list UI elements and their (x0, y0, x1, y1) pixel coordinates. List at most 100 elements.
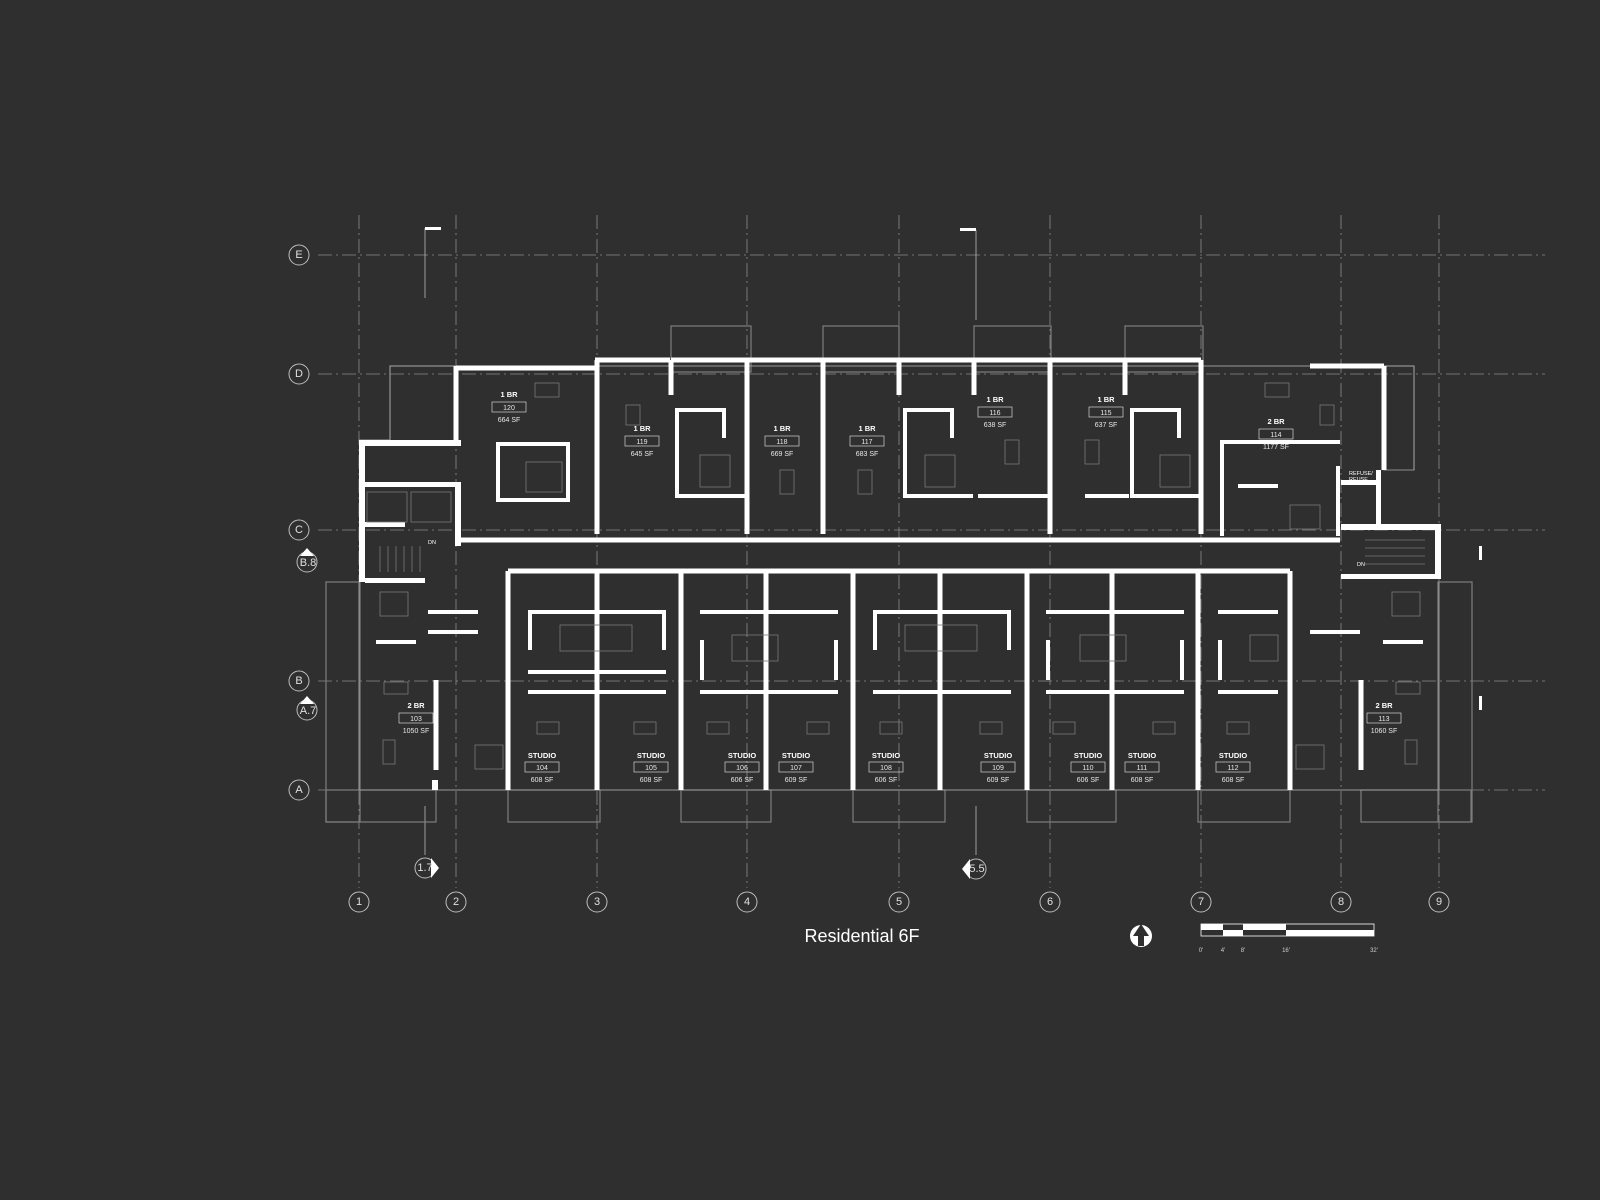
unit-tag-114[interactable]: 2 BR 114 1177 SF (1258, 417, 1294, 451)
grid-label-3: 3 (594, 896, 600, 908)
unit-tag-105[interactable]: STUDIO 105 608 SF (633, 751, 669, 784)
stair-dn-label-east: DN (1357, 562, 1365, 568)
grid-label-a: A (295, 784, 303, 796)
unit-tag-106[interactable]: STUDIO 106 606 SF (724, 751, 760, 784)
grid-label-2: 2 (453, 896, 459, 908)
unit-area: 683 SF (856, 451, 879, 458)
unit-number: 110 (1082, 765, 1093, 772)
unit-tag-108[interactable]: STUDIO 108 606 SF (868, 751, 904, 784)
unit-type: STUDIO (782, 751, 811, 760)
unit-type: 1 BR (1097, 395, 1115, 404)
unit-area: 1060 SF (1371, 728, 1397, 735)
grid-lines (318, 215, 1545, 888)
unit-tag-113[interactable]: 2 BR 113 1060 SF (1366, 701, 1402, 735)
unit-number: 111 (1137, 765, 1148, 772)
unit-tag-120[interactable]: 1 BR 120 664 SF (491, 390, 527, 424)
grid-label-5: 5 (896, 896, 902, 908)
unit-tag-104[interactable]: STUDIO 104 608 SF (524, 751, 560, 784)
unit-area: 608 SF (640, 777, 663, 784)
unit-area: 1050 SF (403, 728, 429, 735)
section-label-1-7: 1.7 (417, 862, 432, 874)
unit-number: 116 (989, 410, 1000, 417)
unit-type: 1 BR (500, 390, 518, 399)
unit-number: 106 (736, 765, 748, 772)
unit-tag-119[interactable]: 1 BR 119 645 SF (624, 424, 660, 458)
unit-type: 1 BR (858, 424, 876, 433)
unit-tag-109[interactable]: STUDIO 109 609 SF (980, 751, 1016, 784)
unit-number: 117 (861, 439, 872, 446)
section-label-a7: A.7 (300, 705, 317, 717)
unit-area: 664 SF (498, 417, 521, 424)
unit-number: 107 (790, 765, 802, 772)
unit-tag-117[interactable]: 1 BR 117 683 SF (849, 424, 885, 458)
unit-type: STUDIO (528, 751, 557, 760)
unit-number: 118 (776, 439, 787, 446)
unit-type: STUDIO (872, 751, 901, 760)
unit-number: 105 (645, 765, 657, 772)
bath-blocks-south (376, 610, 1423, 694)
scale-label-16: 16' (1282, 948, 1290, 954)
unit-area: 609 SF (785, 777, 808, 784)
plan-title: Residential 6F (804, 926, 919, 946)
section-label-b8: B.8 (300, 557, 317, 569)
unit-area: 608 SF (531, 777, 554, 784)
unit-tag-107[interactable]: STUDIO 107 609 SF (778, 751, 814, 784)
scale-label-4: 4' (1221, 948, 1225, 954)
unit-tag-115[interactable]: 1 BR 115 637 SF (1088, 395, 1124, 429)
row-bubbles: E D C B A (288, 244, 310, 801)
unit-number: 114 (1270, 432, 1281, 439)
grid-label-e: E (295, 249, 302, 261)
unit-tag-103[interactable]: 2 BR 103 1050 SF (398, 701, 434, 735)
furniture (379, 382, 1421, 770)
scale-label-32: 32' (1370, 948, 1378, 954)
north-arrow-icon (1130, 924, 1152, 947)
unit-area: 606 SF (875, 777, 898, 784)
unit-type: 2 BR (1375, 701, 1393, 710)
unit-area: 608 SF (1222, 777, 1245, 784)
grid-label-1: 1 (356, 896, 362, 908)
refuse-label-line2: REUSE (1349, 477, 1368, 483)
grid-label-c: C (295, 524, 303, 536)
grid-label-b: B (295, 675, 302, 687)
core-labels: DN DN REFUSE/ REUSE (428, 471, 1373, 568)
unit-number: 108 (880, 765, 892, 772)
unit-area: 606 SF (1077, 777, 1100, 784)
unit-tag-118[interactable]: 1 BR 118 669 SF (764, 424, 800, 458)
unit-number: 119 (636, 439, 647, 446)
unit-type: STUDIO (637, 751, 666, 760)
grid-label-d: D (295, 368, 303, 380)
unit-number: 113 (1378, 716, 1389, 723)
unit-area: 1177 SF (1263, 444, 1289, 451)
stair-dn-label-west: DN (428, 540, 436, 546)
section-markers: B.8 A.7 1.7 5.5 (296, 227, 1482, 880)
grid-label-7: 7 (1198, 896, 1204, 908)
unit-type: STUDIO (728, 751, 757, 760)
unit-number: 120 (503, 405, 515, 412)
grid-label-4: 4 (744, 896, 750, 908)
unit-tag-112[interactable]: STUDIO 112 608 SF (1215, 751, 1251, 784)
unit-number: 109 (992, 765, 1004, 772)
unit-type: STUDIO (1219, 751, 1248, 760)
unit-number: 112 (1227, 765, 1238, 772)
walls (358, 357, 1441, 791)
unit-type: 2 BR (1267, 417, 1285, 426)
unit-type: STUDIO (984, 751, 1013, 760)
unit-tag-110[interactable]: STUDIO 110 606 SF (1070, 751, 1106, 784)
unit-type: STUDIO (1074, 751, 1103, 760)
scale-label-8: 8' (1241, 948, 1245, 954)
unit-area: 637 SF (1095, 422, 1118, 429)
unit-tag-111[interactable]: STUDIO 111 608 SF (1124, 751, 1160, 784)
unit-type: STUDIO (1128, 751, 1157, 760)
unit-number: 104 (536, 765, 548, 772)
refuse-label-line1: REFUSE/ (1349, 471, 1373, 477)
unit-area: 669 SF (771, 451, 794, 458)
unit-area: 608 SF (1131, 777, 1154, 784)
unit-tags: 1 BR 120 664 SF 1 BR 119 645 SF 1 BR 118… (398, 390, 1402, 784)
grid-label-9: 9 (1436, 896, 1442, 908)
unit-number: 115 (1100, 410, 1111, 417)
grid-label-8: 8 (1338, 896, 1344, 908)
unit-area: 609 SF (987, 777, 1010, 784)
unit-type: 1 BR (633, 424, 651, 433)
unit-tag-116[interactable]: 1 BR 116 638 SF (977, 395, 1013, 429)
